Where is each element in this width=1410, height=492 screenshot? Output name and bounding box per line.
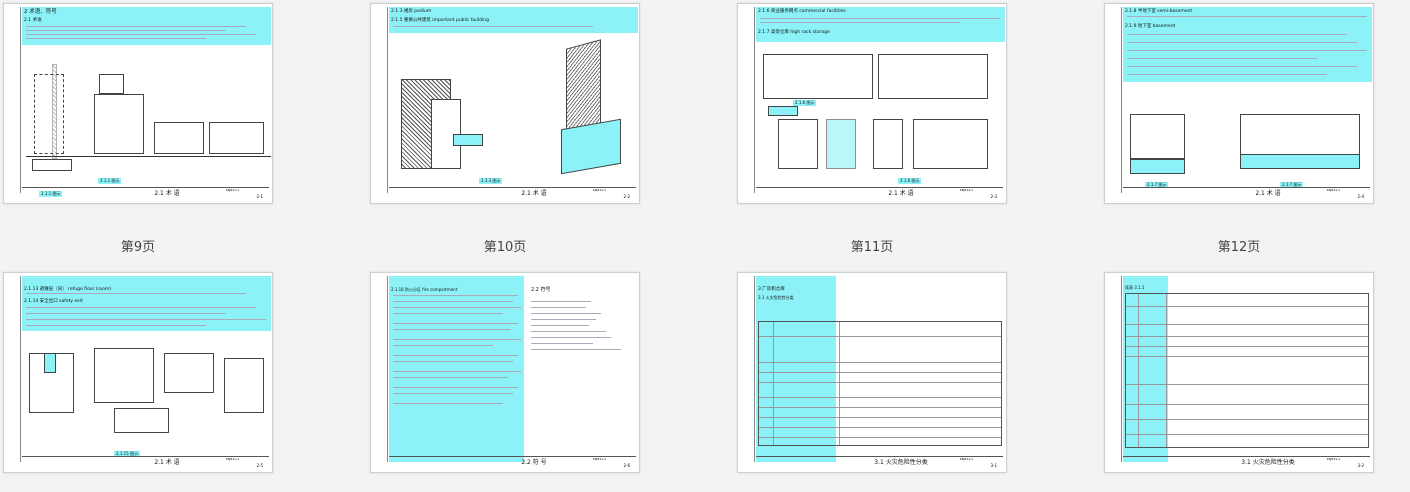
section-title: 2.1.3 裙房 podium — [391, 9, 432, 14]
footer-title: 3.1 火灾危险性分类 — [874, 459, 928, 466]
page-thumbnail-12[interactable]: 2.1.8 半地下室 semi-basement 2.1.9 地下室 basem… — [1104, 3, 1374, 204]
footer-code: 18J811-1 — [1326, 188, 1340, 192]
hazard-table — [758, 321, 1002, 446]
footer-title: 2.1 术 语 — [521, 190, 547, 197]
section-heading: 2.1.5 重要公共建筑 important public building — [391, 18, 489, 23]
page-titleblock: 2.1 术 语 18J811-1 2-1 — [22, 187, 269, 200]
page-margin — [374, 276, 388, 462]
page-thumbnail-10[interactable]: 2.1.3 裙房 podium 2.1.5 重要公共建筑 important p… — [370, 3, 640, 204]
page-margin — [374, 7, 388, 193]
footer-code: 18J811-1 — [225, 188, 239, 192]
page-margin — [1108, 276, 1122, 462]
figure-tag: 2.1.1 图示 — [98, 178, 122, 184]
section-heading: 3.1 火灾危险性分类 — [758, 295, 794, 300]
page-thumbnail-11[interactable]: 2.1.6 商业服务网点 commercial facilities 2.1.7… — [737, 3, 1007, 204]
footer-page: 2-6 — [623, 463, 630, 468]
footer-title: 2.1 术 语 — [1255, 190, 1281, 197]
page-margin — [741, 7, 755, 193]
footer-page: 2-5 — [256, 463, 263, 468]
page-thumbnail-14[interactable]: 2.1.18 防火分区 fire compartment 2.2 符号 2.2 … — [370, 272, 640, 473]
page-margin — [7, 276, 21, 462]
page-thumbnail-13[interactable]: 2.1.13 避难层（间） refuge floor (room) 2.1.14… — [3, 272, 273, 473]
section-heading: 2.1.7 高架仓库 high rack storage — [758, 30, 830, 35]
section-title: 2 术语、符号 — [24, 9, 57, 15]
page-caption-11: 第11页 — [850, 240, 894, 255]
footer-code: 18J811-1 — [959, 457, 973, 461]
page-titleblock: 2.2 符 号 18J811-1 2-6 — [389, 456, 636, 469]
section-title: 2.1.13 避难层（间） refuge floor (room) — [24, 287, 111, 292]
page-margin — [741, 276, 755, 462]
footer-code: 18J811-1 — [959, 188, 973, 192]
section-title: 2.1.18 防火分区 fire compartment — [391, 287, 458, 292]
footer-code: 18J811-1 — [225, 457, 239, 461]
page-thumbnail-16[interactable]: 续表 3.1.1 3.1 火灾危险性分类 18J811-1 3-2 — [1104, 272, 1374, 473]
section-heading: 续表 3.1.1 — [1125, 285, 1145, 290]
page-titleblock: 3.1 火灾危险性分类 18J811-1 3-2 — [1123, 456, 1370, 469]
page-caption-9: 第9页 — [120, 240, 156, 255]
footer-title: 2.1 术 语 — [154, 459, 180, 466]
footer-page: 2-4 — [1357, 194, 1364, 199]
section-title: 2.1.6 商业服务网点 commercial facilities — [758, 9, 846, 14]
figure-tag: 2.1.15 图示 — [114, 451, 140, 457]
figure-tag: 2.1.7 图示 — [1280, 182, 1304, 188]
footer-code: 18J811-1 — [1326, 457, 1340, 461]
page-titleblock: 2.1 术 语 18J811-1 2-4 — [1123, 187, 1370, 200]
footer-title: 3.1 火灾危险性分类 — [1241, 459, 1295, 466]
section-heading: 2.1 术语 — [24, 18, 42, 23]
footer-page: 3-2 — [1357, 463, 1364, 468]
page-caption-10: 第10页 — [483, 240, 527, 255]
footer-page: 2-3 — [990, 194, 997, 199]
footer-code: 18J811-1 — [592, 457, 606, 461]
page-titleblock: 2.1 术 语 18J811-1 2-5 — [22, 456, 269, 469]
footer-page: 2-1 — [256, 194, 263, 199]
page-thumbnail-15[interactable]: 3 厂房和仓库 3.1 火灾危险性分类 3.1 火灾危险性分类 18J811-1… — [737, 272, 1007, 473]
page-titleblock: 2.1 术 语 18J811-1 2-2 — [389, 187, 636, 200]
page-caption-12: 第12页 — [1217, 240, 1261, 255]
section-heading: 2.1.14 安全出口 safety exit — [24, 299, 83, 304]
figure-tag: 2.1.6 图示 — [898, 178, 922, 184]
section-title: 2.1.8 半地下室 semi-basement — [1125, 9, 1193, 14]
figure-tag: 2.1.3 图示 — [479, 178, 503, 184]
footer-title: 2.2 符 号 — [521, 459, 547, 466]
page-margin — [1108, 7, 1122, 193]
section-heading: 2.1.9 地下室 basement — [1125, 24, 1176, 29]
footer-title: 2.1 术 语 — [888, 190, 914, 197]
footer-page: 3-1 — [990, 463, 997, 468]
page-margin — [7, 7, 21, 193]
page-titleblock: 2.1 术 语 18J811-1 2-3 — [756, 187, 1003, 200]
footer-page: 2-2 — [623, 194, 630, 199]
page-titleblock: 3.1 火灾危险性分类 18J811-1 3-1 — [756, 456, 1003, 469]
footer-title: 2.1 术 语 — [154, 190, 180, 197]
hazard-table-continued — [1125, 293, 1369, 448]
section-heading: 2.2 符号 — [531, 287, 551, 293]
section-title: 3 厂房和仓库 — [758, 287, 785, 292]
page-thumbnail-9[interactable]: 2 术语、符号 2.1 术语 2.1.1 图示 2.1.1 图示 2.1 术 语… — [3, 3, 273, 204]
footer-code: 18J811-1 — [592, 188, 606, 192]
